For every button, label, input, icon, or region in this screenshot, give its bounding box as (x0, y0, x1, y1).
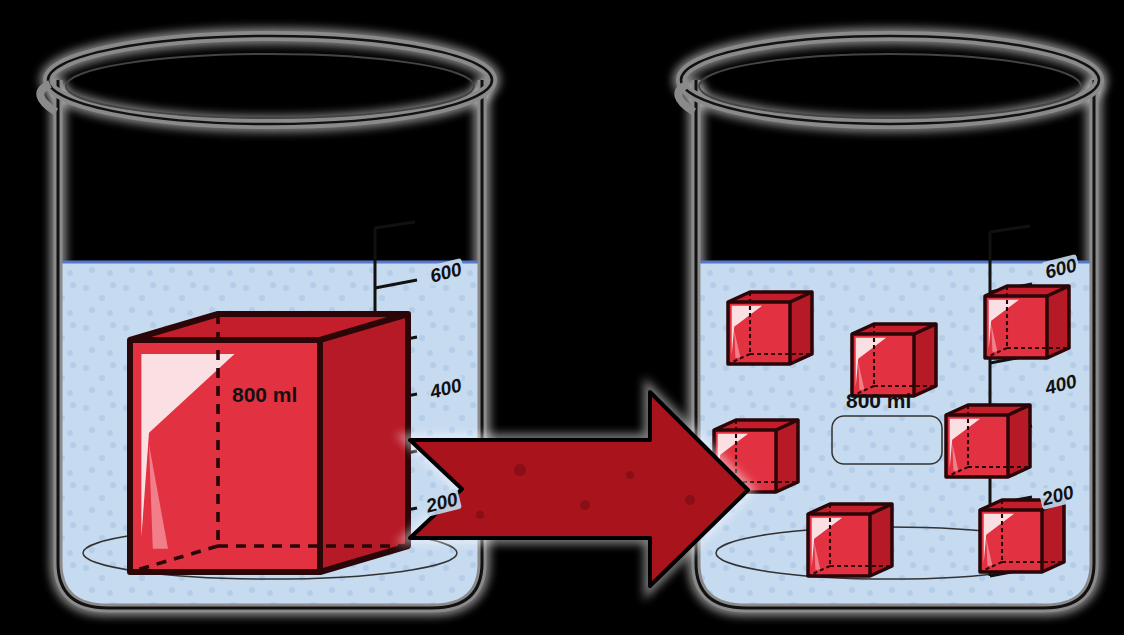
small-red-cube (980, 500, 1064, 572)
scale-number: 400 (1041, 370, 1081, 399)
volume-label: 800 ml (232, 384, 297, 405)
transform-arrow (410, 392, 748, 586)
small-red-cube (946, 405, 1030, 477)
volume-label: 800 ml (846, 390, 911, 411)
scale-number: 200 (422, 488, 462, 517)
right-beaker (681, 36, 1099, 608)
scale-number: 600 (426, 258, 466, 287)
small-red-cube (852, 324, 936, 396)
small-red-cube (728, 292, 812, 364)
small-red-cube (985, 286, 1069, 358)
beaker-glass (678, 36, 1099, 608)
scale-number: 200 (1038, 481, 1078, 510)
scale-number: 400 (426, 374, 466, 403)
scale-number: 600 (1041, 254, 1081, 283)
large-red-cube (130, 314, 408, 572)
volume-label-box (832, 416, 942, 464)
water (696, 262, 1094, 608)
small-red-cube (808, 504, 892, 576)
